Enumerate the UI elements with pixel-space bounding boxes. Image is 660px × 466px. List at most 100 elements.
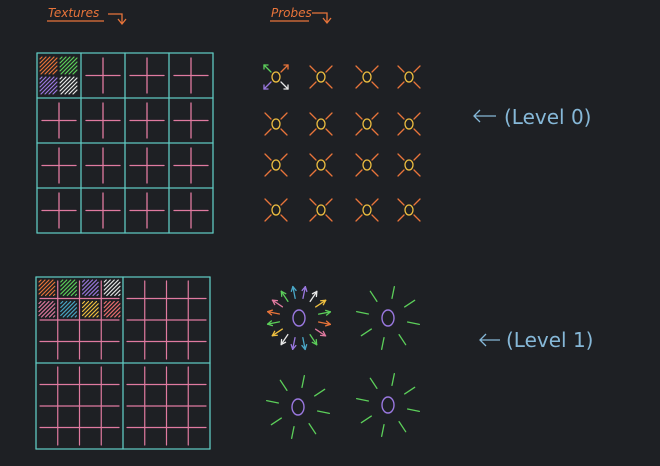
probe-ray xyxy=(310,154,316,160)
probe-ring xyxy=(382,397,394,413)
probe-ray xyxy=(414,199,420,205)
probe-ray xyxy=(265,170,271,176)
probe-ray xyxy=(399,335,406,345)
hatch-block xyxy=(61,302,77,318)
probe-ray xyxy=(372,215,378,221)
probe-ray xyxy=(281,65,288,72)
probe-ray xyxy=(414,215,420,221)
probe-icon-colored xyxy=(264,65,288,89)
probe-grid-level-1 xyxy=(267,287,420,439)
probe-ray xyxy=(271,418,281,425)
probe-ring xyxy=(363,205,371,215)
probe-ring xyxy=(405,205,413,215)
probe-ray xyxy=(414,82,420,88)
probe-ray xyxy=(265,129,271,135)
probe-ray xyxy=(361,416,371,423)
probe-icon-large xyxy=(267,376,330,439)
probe-ray xyxy=(408,409,420,411)
probe-ring xyxy=(317,205,325,215)
probe-ray xyxy=(281,199,287,205)
probe-icon-large xyxy=(268,287,331,350)
probe-ray xyxy=(414,66,420,72)
probe-ring xyxy=(317,72,325,82)
hatch-block xyxy=(61,280,77,296)
hatch-block xyxy=(39,302,55,318)
probe-ray xyxy=(356,199,362,205)
probe-ray xyxy=(326,199,332,205)
hatch-block xyxy=(40,57,57,74)
probe-ray xyxy=(310,170,316,176)
probe-ray xyxy=(326,113,332,119)
probe-ray xyxy=(326,66,332,72)
probe-ray xyxy=(408,322,420,324)
probe-ray xyxy=(372,154,378,160)
probe-icon xyxy=(398,113,420,135)
probe-ring xyxy=(405,160,413,170)
probe-icon xyxy=(310,154,332,176)
probe-ray xyxy=(310,215,316,221)
probe-ring xyxy=(363,119,371,129)
probe-icon xyxy=(398,66,420,88)
probe-ray xyxy=(302,376,304,388)
probe-icon xyxy=(356,66,378,88)
probe-ray xyxy=(414,113,420,119)
probe-ray xyxy=(370,378,377,388)
probe-ray xyxy=(372,113,378,119)
probe-ray xyxy=(318,411,330,413)
probes-header: Probes xyxy=(270,6,331,23)
probe-ray xyxy=(326,154,332,160)
probe-ray xyxy=(372,129,378,135)
probe-ray xyxy=(281,113,287,119)
probe-ray xyxy=(281,170,287,176)
probe-ray xyxy=(382,338,384,350)
probe-ray xyxy=(398,154,404,160)
probe-ray xyxy=(398,113,404,119)
probe-icon xyxy=(356,113,378,135)
probe-ray xyxy=(357,399,369,401)
left-arrow-icon xyxy=(480,334,500,346)
probe-ray xyxy=(265,215,271,221)
probe-ray xyxy=(356,170,362,176)
probe-ray xyxy=(310,129,316,135)
probe-ray xyxy=(372,170,378,176)
probe-icon xyxy=(356,154,378,176)
hatch-block xyxy=(40,77,57,94)
probe-ring xyxy=(363,72,371,82)
probes-header-text: Probes xyxy=(271,6,312,20)
probe-ray xyxy=(382,425,384,437)
hatch-block xyxy=(83,302,99,318)
probe-icon xyxy=(356,199,378,221)
probe-ray xyxy=(265,113,271,119)
probe-ray xyxy=(326,129,332,135)
probe-ray xyxy=(281,82,288,89)
probe-icon-large xyxy=(357,374,420,437)
texture-grid-level-0 xyxy=(37,53,213,233)
probe-icon xyxy=(265,113,287,135)
probe-ray xyxy=(267,401,279,403)
probe-ray xyxy=(264,65,271,72)
probe-ray xyxy=(398,215,404,221)
probe-ray xyxy=(414,129,420,135)
probe-ring xyxy=(272,119,280,129)
probe-ring xyxy=(382,310,394,326)
probe-ray xyxy=(372,82,378,88)
hatch-block xyxy=(60,57,77,74)
probe-ray xyxy=(405,300,415,307)
probe-ray xyxy=(372,66,378,72)
probe-ray xyxy=(326,170,332,176)
probe-ray xyxy=(356,215,362,221)
hatch-block xyxy=(83,280,99,296)
probe-ring xyxy=(405,72,413,82)
probe-ray xyxy=(356,113,362,119)
probe-ray xyxy=(265,154,271,160)
probe-grid-level-0 xyxy=(264,65,420,221)
probe-ray xyxy=(356,129,362,135)
probe-ray xyxy=(356,82,362,88)
hatch-block xyxy=(104,280,120,296)
probe-ray xyxy=(310,199,316,205)
probe-ray xyxy=(356,154,362,160)
probe-ring xyxy=(292,399,304,415)
probe-ray xyxy=(281,215,287,221)
probe-ray xyxy=(326,82,332,88)
